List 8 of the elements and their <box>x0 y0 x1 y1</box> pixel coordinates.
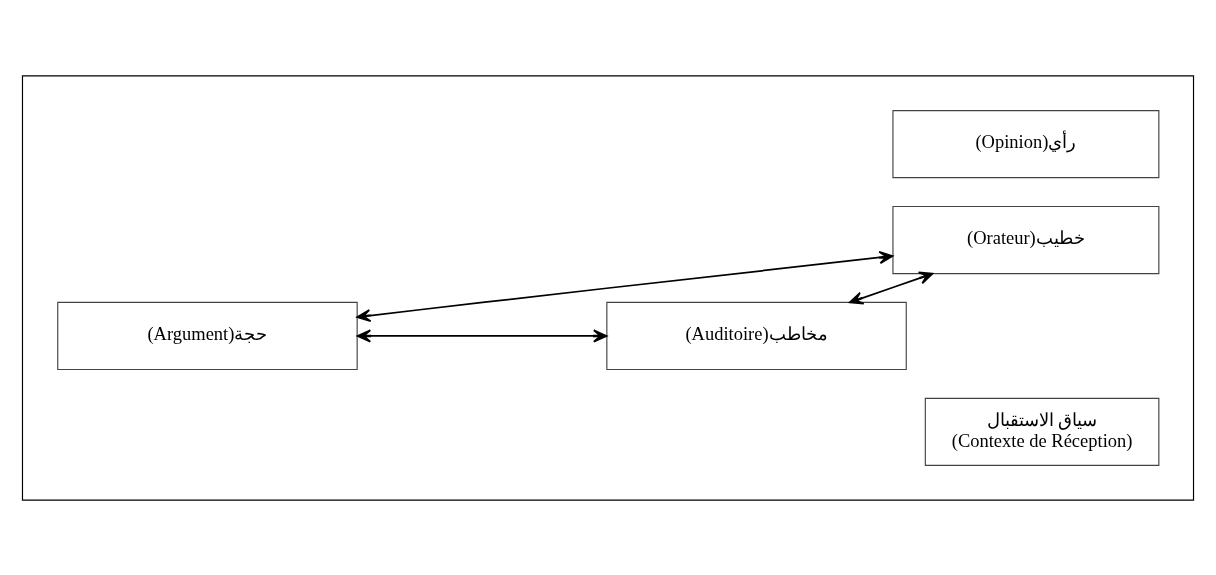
node-box: (Orateur)خطيب <box>892 205 1160 274</box>
cluster <box>21 74 1195 501</box>
node-box: (Argument)حجة <box>57 301 358 370</box>
arrow <box>848 271 934 304</box>
arrow <box>356 250 894 322</box>
node-box: (Opinion)رأي <box>892 109 1160 178</box>
arrow <box>356 328 608 343</box>
node-box: (Auditoire)مخاطب <box>606 301 907 370</box>
